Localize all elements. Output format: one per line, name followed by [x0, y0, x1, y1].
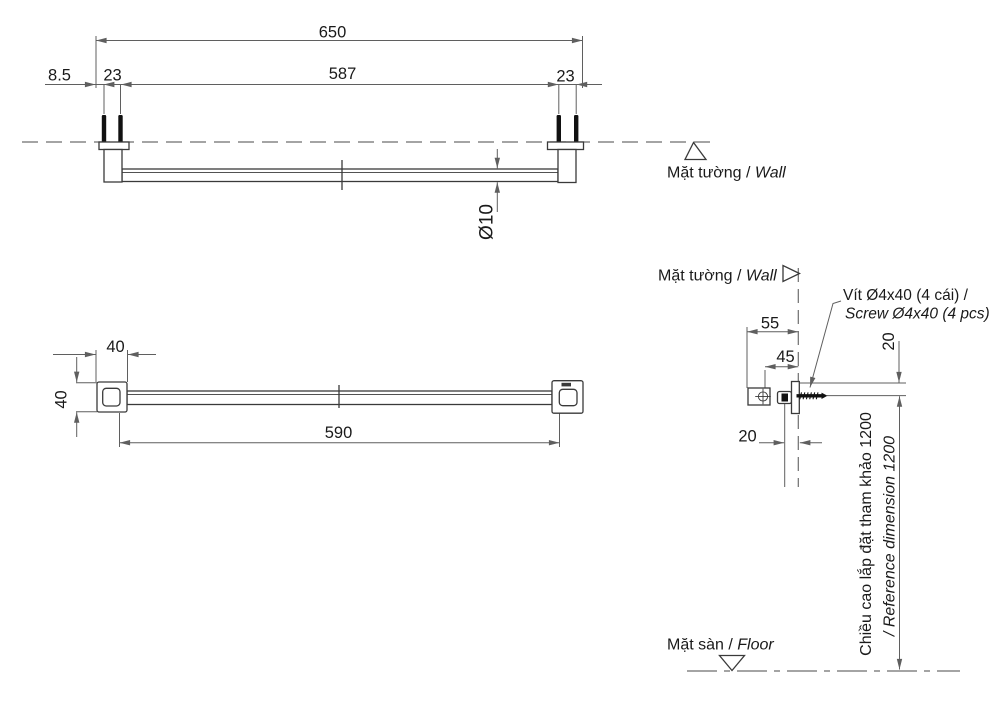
height-note-vi: Chiều cao lắp đặt tham khảo 1200 — [856, 412, 875, 656]
dim-bar-diameter: Ø10 — [477, 204, 498, 240]
bracket-profile-side — [747, 380, 800, 415]
wall-label-side: Mặt tường / Wall — [658, 268, 777, 285]
right-end-cap-front — [551, 380, 584, 414]
height-note-en: / Reference dimension 1200 — [882, 436, 899, 637]
screw-note-line1: Vít Ø4x40 (4 cái) / — [843, 287, 969, 304]
dim-23-left: 23 — [103, 67, 121, 85]
wall-datum-triangle-side — [782, 264, 801, 283]
side-view: Mặt tường / Wall Vít Ø4x40 (4 cái) / Scr… — [658, 264, 990, 672]
screw-leader-line — [809, 300, 842, 388]
dim-23-right: 23 — [556, 68, 574, 86]
right-bracket-top — [546, 141, 585, 184]
top-view-extension-lines — [95, 36, 583, 114]
wall-screw-side — [796, 392, 828, 400]
front-view-dimension-lines — [53, 351, 560, 446]
left-end-cap-front — [96, 381, 128, 413]
top-view-dimension-lines — [45, 37, 602, 212]
floor-label: Mặt sàn / Floor — [667, 637, 774, 654]
dim-590: 590 — [325, 424, 353, 442]
dim-45: 45 — [776, 348, 794, 366]
screw-note-line2: Screw Ø4x40 (4 pcs) — [845, 306, 990, 323]
wall-datum-triangle-top — [683, 141, 708, 161]
left-bracket-top — [98, 141, 130, 183]
front-view: 40 40 590 — [53, 338, 584, 447]
front-view-extension-lines — [76, 350, 560, 447]
dim-55: 55 — [761, 315, 779, 333]
towel-bar-top — [121, 168, 559, 183]
brand-mark — [561, 382, 571, 387]
top-view: 650 8.5 23 587 23 Ø10 Mặt tường / Wall — [22, 24, 786, 240]
set-screw — [781, 393, 788, 402]
mounting-screws-top — [101, 115, 579, 143]
dim-40-height: 40 — [53, 390, 71, 408]
wall-label-top: Mặt tường / Wall — [667, 165, 786, 182]
dim-40-width: 40 — [106, 338, 124, 356]
side-view-dimension-lines — [747, 300, 903, 670]
dim-587: 587 — [329, 65, 357, 83]
dim-8-5: 8.5 — [48, 67, 71, 85]
dim-20-top: 20 — [880, 332, 898, 350]
dim-650: 650 — [319, 24, 347, 42]
floor-datum-triangle — [718, 654, 746, 672]
dim-20-inset: 20 — [738, 428, 756, 446]
